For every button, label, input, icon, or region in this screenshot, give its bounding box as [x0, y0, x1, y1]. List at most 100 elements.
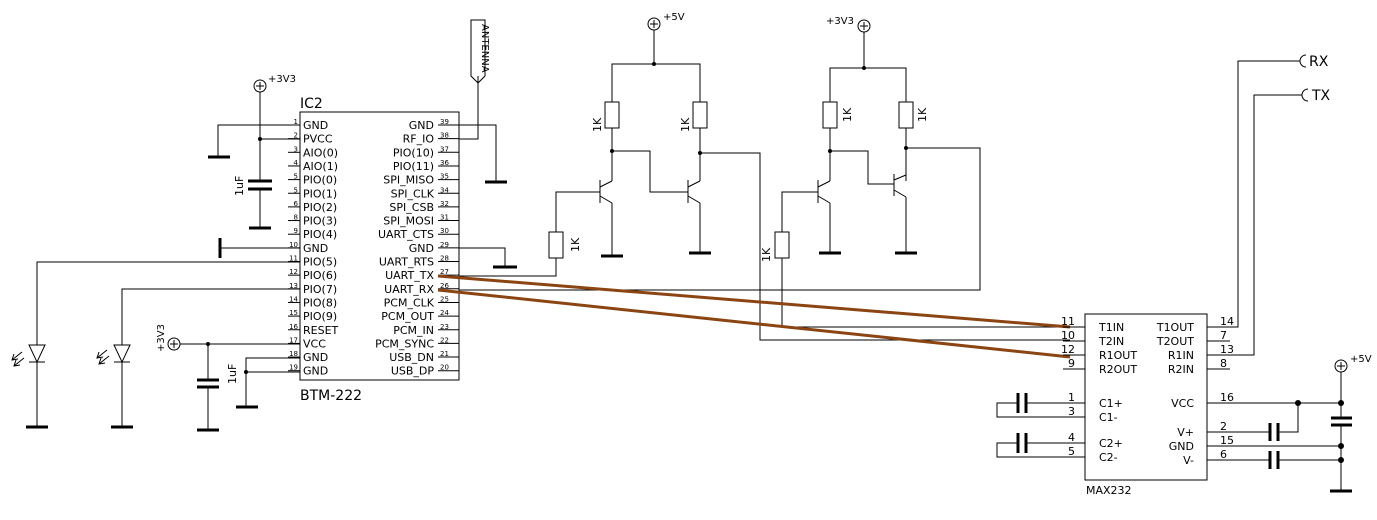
ic2-pin-number: 5	[294, 173, 298, 181]
max232-pin-number: 15	[1220, 434, 1234, 447]
level-shifter-5v: +5V 1K 1K 1K	[459, 12, 1070, 341]
ic2-pin-number: 1	[294, 118, 298, 126]
max232-pin-number: 8	[1220, 357, 1227, 370]
ic2-pin-label: SPI_CLK	[391, 187, 435, 200]
ic2-pin-label: USB_DN	[389, 351, 434, 364]
max232-pin-label: T2OUT	[1156, 335, 1194, 348]
ic2-pin-label: PIO(2)	[303, 201, 337, 214]
ic2-pin-number: 9	[294, 227, 298, 235]
ic2-pin-number: 29	[440, 241, 449, 249]
ic2-pin-label: PIO(11)	[393, 160, 434, 173]
ic2-pin-number: 5	[294, 186, 298, 194]
ic2-pin-number: 17	[289, 336, 298, 344]
npn-transistor-q3	[817, 180, 841, 255]
ic2-pin-label: GND	[303, 119, 328, 132]
max232-pin-number: 16	[1220, 391, 1234, 404]
max232-pin-number: 5	[1068, 445, 1075, 458]
ic2-pin-number: 8	[294, 214, 298, 222]
ic2-pin-label: PCM_IN	[393, 324, 434, 337]
ic2-name: IC2	[300, 96, 323, 112]
ic2-pin-label: PIO(0)	[303, 174, 337, 187]
ic2-pin-number: 31	[440, 214, 449, 222]
max232-part: MAX232	[1086, 484, 1132, 497]
ic2-part: BTM-222	[300, 388, 362, 404]
led-wire	[36, 261, 300, 345]
npn-transistor-q2	[687, 180, 711, 255]
serial-traces	[437, 274, 1071, 359]
ic2-pin-number: 35	[440, 173, 449, 181]
ic2-rf-network: ANTENNA	[459, 19, 517, 269]
ic2-pin-number: 22	[440, 336, 449, 344]
ic2-pin-label: GND	[409, 242, 434, 255]
ic2-pin-number: 11	[289, 255, 298, 263]
ic2-pin-label: GND	[303, 365, 328, 378]
ic2-pin-number: 25	[440, 295, 449, 303]
max232-pin-label: C1+	[1099, 397, 1123, 410]
tx-label: TX	[1311, 88, 1331, 104]
max232-pin-number: 12	[1061, 343, 1075, 356]
ic2-pin-label: GND	[409, 119, 434, 132]
antenna-symbol	[470, 19, 486, 84]
max232-pin-number: 3	[1068, 405, 1075, 418]
ic2-pin-number: 12	[289, 268, 298, 276]
max232-pin-label: R2OUT	[1099, 363, 1137, 376]
max232-pin-number: 7	[1220, 329, 1227, 342]
ic2-pin-label: PIO(8)	[303, 296, 337, 309]
ic2-pin-number: 18	[289, 350, 298, 358]
ic2-pin-number: 28	[440, 255, 449, 263]
ic2-pin-label: PIO(9)	[303, 310, 337, 323]
max232-pin-number: 13	[1220, 343, 1234, 356]
ic2-pin-number: 38	[440, 132, 449, 140]
resistor-label: 1K	[760, 247, 773, 262]
ic2-pin-number: 3	[294, 145, 298, 153]
max232-pin-number: 11	[1061, 315, 1075, 328]
ic2-pin-number: 36	[440, 159, 449, 167]
ic2-pin-label: RESET	[303, 324, 339, 337]
level-shifter-3v3: +3V3 1K 1K 1K	[459, 16, 1070, 328]
ic2-pin-label: PIO(7)	[303, 283, 337, 296]
ic2-pin-label: PIO(3)	[303, 215, 337, 228]
power-5v-label-max: +5V	[1350, 354, 1372, 365]
max232-pin-label: C2-	[1099, 451, 1118, 464]
ic2-pin-label: PIO(5)	[303, 256, 337, 269]
max232-pin-number: 14	[1220, 315, 1234, 328]
ic2-pin-number: 21	[440, 350, 449, 358]
max232-pin-number: 9	[1068, 357, 1075, 370]
ic2-pin-label: PCM_SYNC	[375, 337, 434, 350]
ic2-pin-number: 39	[440, 118, 449, 126]
max232-pin-label: T1OUT	[1156, 321, 1194, 334]
ic2-supply-network: +3V3 1uF +3V3	[11, 74, 300, 432]
ic2-pin-number: 20	[440, 364, 449, 372]
wire-to-uart-rx	[459, 147, 981, 291]
resistor-1k	[822, 101, 838, 129]
ic2-pin-label: USB_DP	[391, 365, 435, 378]
ic2-pin-label: SPI_CSB	[389, 201, 434, 214]
resistor-1k	[548, 231, 564, 259]
ic2-pin-label: PIO(4)	[303, 228, 337, 241]
ic2-pin-number: 19	[289, 364, 298, 372]
ic2-pin-number: 23	[440, 323, 449, 331]
ic2-pin-label: PCM_CLK	[384, 296, 435, 309]
power-3v3-label-top: +3V3	[826, 16, 854, 27]
max232-pin-label: T2IN	[1098, 335, 1124, 348]
ic2-pin-label: PVCC	[303, 133, 333, 146]
ic2-pin-label: UART_RX	[384, 283, 434, 296]
max232-caps: +5V	[996, 354, 1372, 493]
ic2-pin-label: RF_IO	[403, 133, 435, 146]
led-2-symbol	[113, 344, 131, 364]
max232-pin-label: GND	[1169, 440, 1194, 453]
resistor-1k	[898, 101, 914, 129]
max232-pin-label: V-	[1183, 454, 1194, 467]
npn-transistor-q1	[599, 180, 623, 258]
max232-pin-label: VCC	[1171, 397, 1194, 410]
max232-pin-number: 6	[1220, 448, 1227, 461]
ic2-pin-label: SPI_MISO	[383, 174, 434, 187]
resistor-label: 1K	[841, 107, 854, 122]
antenna-label: ANTENNA	[479, 24, 490, 73]
max232-pin-label: C2+	[1099, 437, 1123, 450]
ic2-pin-number: 13	[289, 282, 298, 290]
ic2-pin-label: VCC	[303, 337, 326, 350]
power-3v3-label: +3V3	[268, 74, 296, 85]
